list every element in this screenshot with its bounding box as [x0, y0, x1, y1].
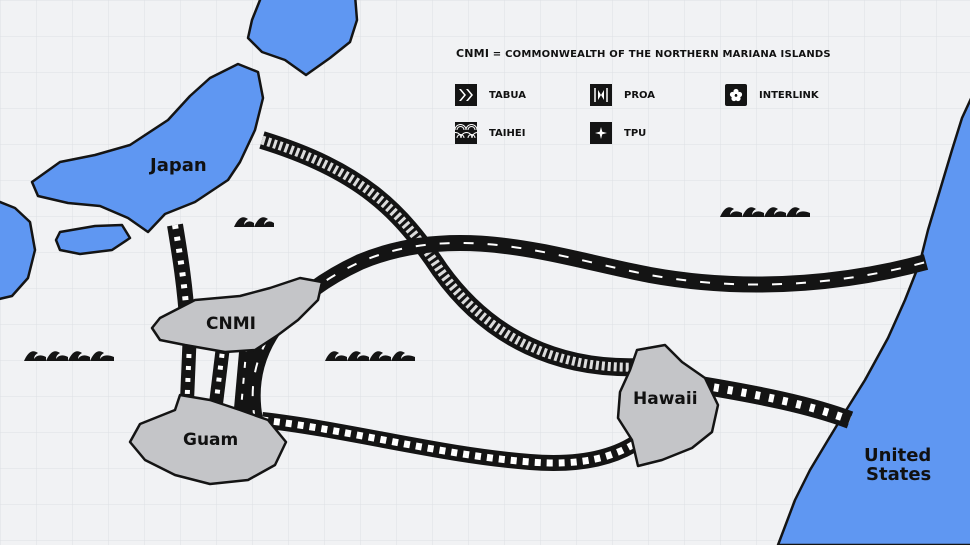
- wave-icon-3: [24, 351, 114, 361]
- legend-label-tabua: TABUA: [489, 89, 526, 101]
- wave-icon-2: [720, 207, 810, 217]
- legend-item-interlink: INTERLINK: [725, 84, 819, 106]
- label-cnmi: CNMI: [206, 314, 256, 334]
- landmass-kyushu: [54, 223, 132, 256]
- island-guam: [128, 393, 288, 486]
- legend-label-tpu: TPU: [624, 127, 647, 139]
- cable-interlink: [261, 412, 645, 472]
- wave-symbols: [24, 207, 810, 361]
- legend-label-taihei: TAIHEI: [489, 127, 526, 139]
- legend-abbreviation: CNMI = COMMONWEALTH OF THE NORTHERN MARI…: [456, 47, 831, 60]
- legend-label-interlink: INTERLINK: [759, 89, 819, 101]
- label-hawaii: Hawaii: [633, 389, 698, 409]
- label-guam: Guam: [183, 430, 239, 450]
- star-compass-icon: [590, 122, 612, 144]
- legend-label-proa: PROA: [624, 89, 656, 101]
- landmass-united-states: [776, 97, 970, 545]
- legend-item-tabua: TABUA: [455, 84, 526, 106]
- legend-item-taihei: TAIHEI: [455, 122, 525, 144]
- label-united-states-line2: States: [866, 464, 932, 485]
- legend-item-tpu: TPU: [590, 122, 646, 144]
- landmass-korea-south: [0, 200, 37, 301]
- landmass-japan: [30, 62, 265, 234]
- legend-abbrev-sep: =: [489, 49, 506, 60]
- label-japan: Japan: [150, 155, 207, 176]
- cable-tabua: [698, 376, 854, 429]
- island-cnmi: [150, 276, 324, 354]
- landmass-north-korea: [246, 0, 359, 77]
- legend-abbrev-full: COMMONWEALTH OF THE NORTHERN MARIANA ISL…: [505, 49, 831, 60]
- legend-item-proa: PROA: [590, 84, 655, 106]
- wave-icon-4: [325, 351, 415, 361]
- island-hawaii: [616, 343, 720, 468]
- double-chevron-icon: [455, 84, 477, 106]
- islands: [128, 276, 720, 486]
- flower-icon: [725, 84, 747, 106]
- legend-abbrev: CNMI: [456, 47, 490, 60]
- wave-scale-icon: [455, 122, 477, 144]
- label-united-states-line1: United: [864, 445, 932, 466]
- proa-sail-icon: [590, 84, 612, 106]
- wave-icon-1: [234, 217, 274, 227]
